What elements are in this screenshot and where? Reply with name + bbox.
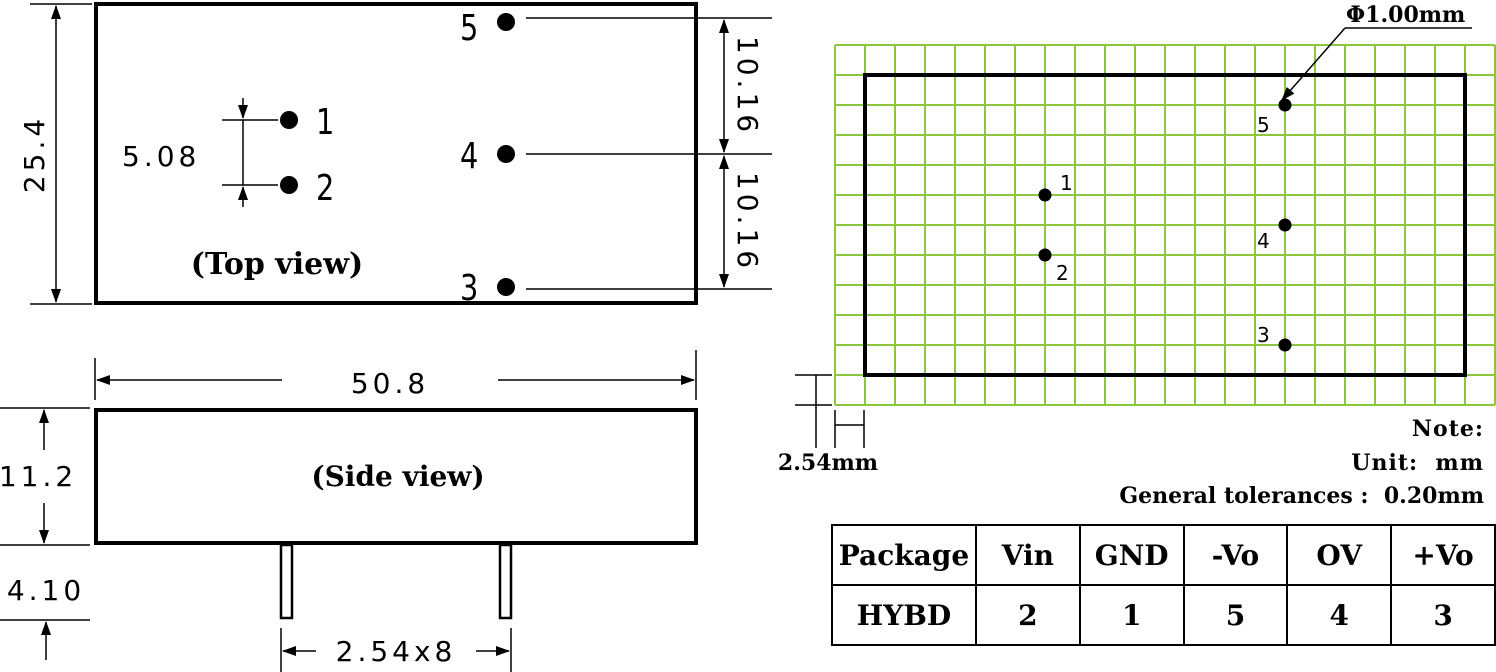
pin-5-label: 5 — [460, 7, 478, 49]
note-tolerance: General tolerances : 0.20mm — [1119, 483, 1484, 509]
pin-1-dot — [280, 111, 298, 129]
header-ov: OV — [1286, 524, 1393, 586]
header-neg-vo: -Vo — [1182, 524, 1289, 586]
cell-gnd: 1 — [1078, 584, 1185, 646]
top-view-label: (Top view) — [191, 247, 363, 282]
pcb-pin-1-label: 1 — [1060, 171, 1073, 195]
header-vin: Vin — [974, 524, 1081, 586]
pin-2-dot — [280, 176, 298, 194]
header-pos-vo: +Vo — [1390, 524, 1496, 586]
side-view-label: (Side view) — [311, 460, 484, 493]
pin-1-label: 1 — [316, 101, 334, 143]
top-view: 25.4 5.08 1 2 5 4 3 10.16 10.16 (Top vie… — [18, 2, 772, 309]
pcb-pin-4 — [1278, 218, 1292, 232]
pcb-pin-5 — [1278, 98, 1292, 112]
pin-spacing-43-dim: 10.16 — [731, 172, 764, 272]
side-pin-left — [279, 543, 294, 620]
grid-pitch-label: 2.54mm — [778, 450, 878, 476]
pcb-pin-3 — [1278, 338, 1292, 352]
cell-pos-vo: 3 — [1390, 584, 1496, 646]
pin-spacing-12-dim: 5.08 — [122, 140, 200, 173]
top-width-dim: 50.8 — [351, 367, 429, 400]
pin-4-label: 4 — [460, 135, 478, 177]
pin-4-dot — [497, 145, 515, 163]
side-height-dim: 11.2 — [0, 460, 77, 493]
pin-spacing-54-dim: 10.16 — [731, 36, 764, 136]
header-package: Package — [831, 524, 977, 586]
pin-length-dim: 4.10 — [7, 574, 85, 607]
width-dimension: 50.8 — [94, 350, 697, 400]
pin-2-label: 2 — [316, 167, 334, 209]
pin-3-label: 3 — [460, 267, 478, 309]
pcb-pin-2-label: 2 — [1056, 261, 1069, 285]
note-title: Note: — [1412, 416, 1484, 442]
cell-package: HYBD — [831, 584, 977, 646]
side-view: (Side view) 11.2 4.10 2.54x8 — [0, 407, 698, 672]
pin-pitch-dim: 2.54x8 — [336, 635, 457, 668]
pin-5-dot — [497, 13, 515, 31]
pcb-pin-3-label: 3 — [1257, 323, 1270, 347]
pcb-grid — [834, 44, 1496, 406]
pcb-pin-5-label: 5 — [1257, 113, 1270, 137]
header-gnd: GND — [1078, 524, 1185, 586]
pin-assignment-table: Package Vin GND -Vo OV +Vo HYBD 2 1 5 4 … — [831, 524, 1496, 646]
side-pin-right — [498, 543, 513, 620]
hole-diameter-label: Φ1.00mm — [1346, 2, 1465, 28]
cell-ov: 4 — [1286, 584, 1393, 646]
pcb-layout: 1 2 5 4 3 Φ1.00mm 2.54mm Note: Unit: mm … — [778, 2, 1496, 509]
side-view-body — [94, 408, 698, 545]
top-height-dim: 25.4 — [18, 115, 51, 193]
cell-vin: 2 — [974, 584, 1081, 646]
pcb-pin-1 — [1038, 188, 1052, 202]
pin-3-dot — [497, 278, 515, 296]
cell-neg-vo: 5 — [1182, 584, 1289, 646]
pcb-pin-4-label: 4 — [1257, 229, 1270, 253]
pcb-outline — [863, 73, 1467, 377]
table-header-row: Package Vin GND -Vo OV +Vo — [831, 524, 1496, 586]
note-unit: Unit: mm — [1351, 450, 1484, 476]
table-row: HYBD 2 1 5 4 3 — [831, 584, 1496, 646]
pcb-pin-2 — [1038, 248, 1052, 262]
